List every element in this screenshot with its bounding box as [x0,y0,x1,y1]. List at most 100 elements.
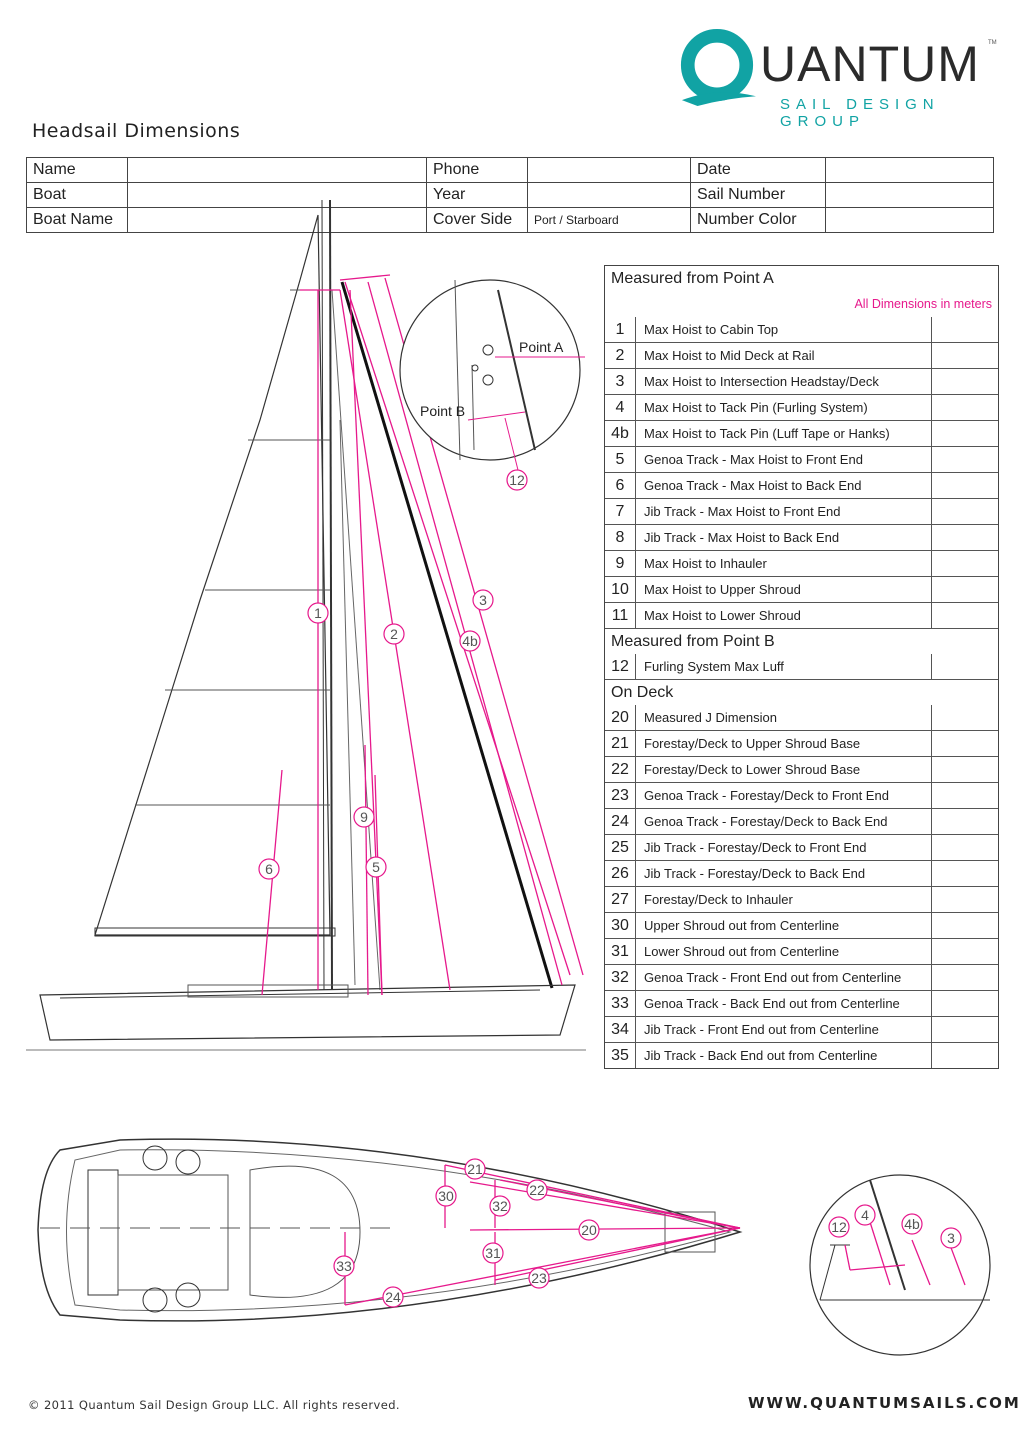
measurement-number: 32 [605,965,636,990]
boat-name-field[interactable] [127,207,427,233]
measurement-number: 10 [605,577,636,602]
dimension-marker: 30 [435,1185,457,1207]
measurement-number: 3 [605,369,636,394]
measurement-value-field[interactable] [932,965,998,990]
dimension-marker-label: 31 [485,1245,501,1261]
measurement-number: 2 [605,343,636,368]
dimension-marker: 32 [489,1195,511,1217]
dimension-marker: 12 [828,1216,850,1238]
measurement-value-field[interactable] [932,654,998,679]
sail-number-label: Sail Number [690,182,826,208]
date-field[interactable] [825,157,994,183]
measurement-value-field[interactable] [932,991,998,1016]
measurement-value-field[interactable] [932,809,998,834]
measurement-label: Upper Shroud out from Centerline [636,913,932,938]
measurement-number: 4b [605,421,636,446]
dimension-marker-label: 4b [904,1216,920,1232]
website-url[interactable]: WWW.QUANTUMSAILS.COM [748,1394,1020,1412]
measurement-number: 35 [605,1043,636,1068]
dimension-marker-label: 3 [479,592,487,608]
measurement-value-field[interactable] [932,913,998,938]
point-b-label: Point B [420,403,465,419]
measurement-value-field[interactable] [932,395,998,420]
phone-field[interactable] [527,157,691,183]
phone-label: Phone [426,157,528,183]
dimension-marker: 4b [901,1213,923,1235]
measurement-value-field[interactable] [932,835,998,860]
measurement-label: Genoa Track - Forestay/Deck to Front End [636,783,932,808]
boat-name-label: Boat Name [26,207,128,233]
number-color-field[interactable] [825,207,994,233]
measurement-value-field[interactable] [932,343,998,368]
name-field[interactable] [127,157,427,183]
measurement-value-field[interactable] [932,783,998,808]
measurement-number: 7 [605,499,636,524]
measurement-number: 4 [605,395,636,420]
measurement-value-field[interactable] [932,421,998,446]
dimension-marker: 5 [365,856,387,878]
dimension-marker-label: 33 [336,1258,352,1274]
measurement-number: 30 [605,913,636,938]
dimension-marker: 3 [472,589,494,611]
measurement-value-field[interactable] [932,525,998,550]
dimension-marker-label: 5 [372,859,380,875]
dimension-marker-label: 6 [265,861,273,877]
sail-number-field[interactable] [825,182,994,208]
copyright: © 2011 Quantum Sail Design Group LLC. Al… [28,1398,400,1412]
dimension-marker-label: 22 [529,1182,545,1198]
units-note: All Dimensions in meters [854,297,992,311]
dimension-marker: 6 [258,858,280,880]
measurement-number: 11 [605,603,636,628]
measurement-label: Forestay/Deck to Lower Shroud Base [636,757,932,782]
quantum-q-logo-icon [680,28,756,106]
measurement-value-field[interactable] [932,731,998,756]
measurement-label: Genoa Track - Forestay/Deck to Back End [636,809,932,834]
point-a-label: Point A [519,339,564,355]
measurement-value-field[interactable] [932,603,998,628]
measurement-value-field[interactable] [932,551,998,576]
measurement-value-field[interactable] [932,1043,998,1068]
measurement-value-field[interactable] [932,861,998,886]
measurement-value-field[interactable] [932,887,998,912]
dimension-marker: 31 [482,1242,504,1264]
measurement-value-field[interactable] [932,499,998,524]
dimension-marker: 33 [333,1255,355,1277]
measurement-number: 24 [605,809,636,834]
measurement-value-field[interactable] [932,705,998,730]
measurement-value-field[interactable] [932,447,998,472]
cover-side-field[interactable]: Port / Starboard [527,207,691,233]
measurement-value-field[interactable] [932,473,998,498]
dimension-marker-label: 21 [467,1161,483,1177]
measurement-value-field[interactable] [932,577,998,602]
measurement-value-field[interactable] [932,939,998,964]
number-color-label: Number Color [690,207,826,233]
section-on-deck: On Deck [605,679,998,705]
measurement-value-field[interactable] [932,1017,998,1042]
measurement-table: Measured from Point A All Dimensions in … [604,265,999,1069]
logo-subtitle: SAIL DESIGN GROUP [780,96,940,130]
measurement-label: Jib Track - Front End out from Centerlin… [636,1017,932,1042]
measurement-value-field[interactable] [932,757,998,782]
measurement-number: 21 [605,731,636,756]
measurement-label: Genoa Track - Max Hoist to Back End [636,473,932,498]
dimension-marker-label: 23 [531,1270,547,1286]
dimension-marker: 4 [854,1204,876,1226]
measurement-value-field[interactable] [932,317,998,342]
dimension-marker-label: 9 [360,809,368,825]
measurement-value-field[interactable] [932,369,998,394]
